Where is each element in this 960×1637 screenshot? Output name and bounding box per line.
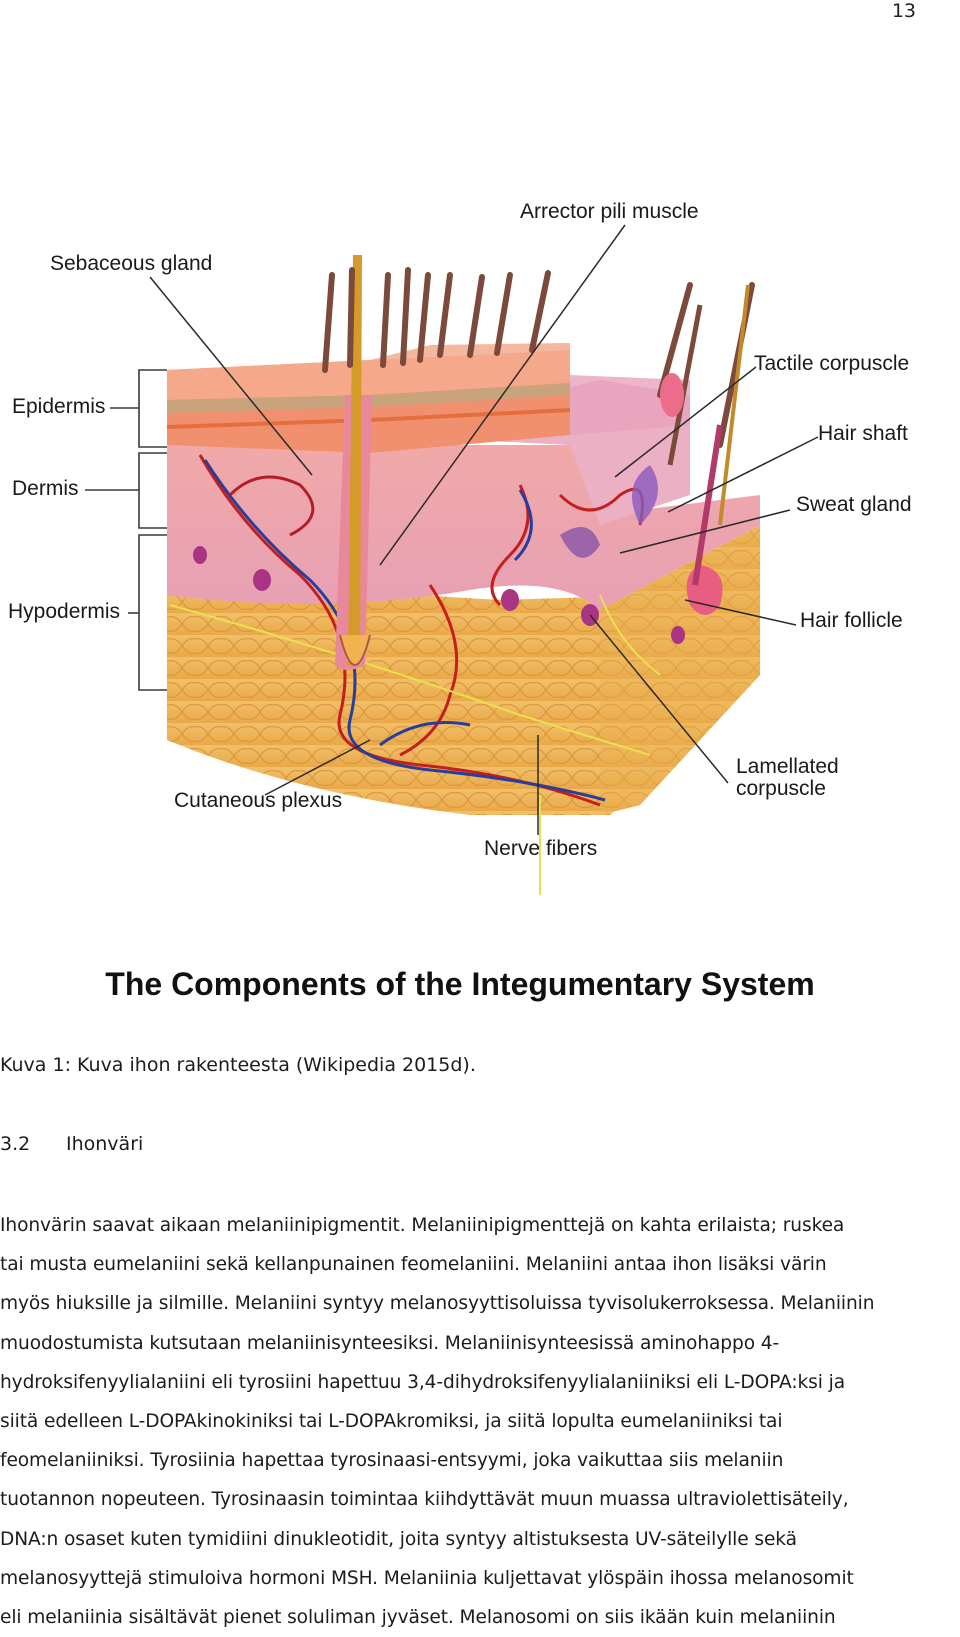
label-lamellated: Lamellated bbox=[736, 755, 839, 778]
body-line: tai musta eumelaniini sekä kellanpunaine… bbox=[0, 1254, 827, 1276]
label-hypodermis: Hypodermis bbox=[8, 600, 121, 623]
skin-anatomy-figure: Arrector pili muscle Sebaceous gland Tac… bbox=[0, 195, 960, 1045]
page-number: 13 bbox=[891, 0, 916, 22]
figure-caption: Kuva 1: Kuva ihon rakenteesta (Wikipedia… bbox=[0, 1054, 476, 1076]
leader-lines bbox=[149, 224, 819, 835]
figure-title: The Components of the Integumentary Syst… bbox=[105, 966, 815, 1002]
body-line: eli melaniinia sisältävät pienet solulim… bbox=[0, 1607, 836, 1629]
label-hair-follicle: Hair follicle bbox=[800, 609, 903, 632]
label-hair-shaft: Hair shaft bbox=[818, 422, 908, 445]
section-number: 3.2 bbox=[0, 1133, 31, 1155]
body-line: melanosyyttejä stimuloiva hormoni MSH. M… bbox=[0, 1567, 854, 1589]
body-paragraph: Ihonvärin saavat aikaan melaniinipigment… bbox=[0, 1206, 960, 1637]
label-corpuscle: corpuscle bbox=[736, 777, 826, 800]
corpuscles-drawing bbox=[193, 546, 685, 644]
blood-vessels bbox=[198, 454, 644, 807]
skin-cross-section-illustration bbox=[85, 224, 819, 895]
body-line: siitä edelleen L-DOPAkinokiniksi tai L-D… bbox=[0, 1411, 783, 1433]
hairs bbox=[322, 267, 755, 448]
body-line: muodostumista kutsutaan melaniinisyntees… bbox=[0, 1332, 780, 1354]
label-sebaceous-gland: Sebaceous gland bbox=[50, 252, 213, 275]
body-line: hydroksifenyylialaniini eli tyrosiini ha… bbox=[0, 1371, 845, 1393]
label-sweat-gland: Sweat gland bbox=[796, 493, 912, 516]
label-arrector-pili-muscle: Arrector pili muscle bbox=[520, 200, 699, 223]
label-epidermis: Epidermis bbox=[12, 395, 106, 418]
label-cutaneous-plexus: Cutaneous plexus bbox=[174, 789, 343, 812]
nerve-fibers-drawing bbox=[169, 594, 661, 895]
layer-brackets bbox=[85, 369, 167, 691]
section-heading: 3.2 Ihonväri bbox=[0, 1133, 143, 1155]
body-line: Ihonvärin saavat aikaan melaniinipigment… bbox=[0, 1215, 845, 1236]
body-line: DNA:n osaset kuten tymidiini dinukleotid… bbox=[0, 1528, 797, 1550]
body-line: tuotannon nopeuteen. Tyrosinaasin toimin… bbox=[0, 1489, 849, 1511]
body-line: feomelaniiniksi. Tyrosiinia hapettaa tyr… bbox=[0, 1450, 784, 1472]
label-nerve-fibers: Nerve fibers bbox=[484, 837, 598, 860]
section-title: Ihonväri bbox=[66, 1133, 144, 1155]
label-dermis: Dermis bbox=[12, 477, 79, 500]
hair-follicle-drawing bbox=[335, 255, 372, 670]
body-line: myös hiuksille ja silmille. Melaniini sy… bbox=[0, 1293, 875, 1315]
label-tactile-corpuscle: Tactile corpuscle bbox=[754, 352, 910, 375]
